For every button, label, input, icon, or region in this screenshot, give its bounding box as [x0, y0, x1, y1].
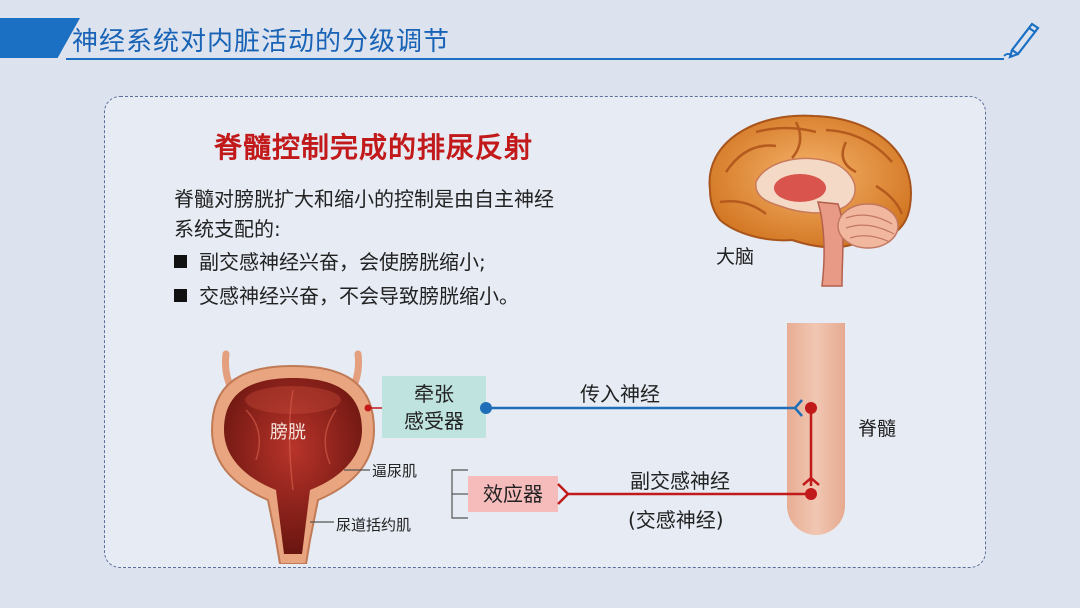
urethral-sphincter-label: 尿道括约肌 — [336, 516, 412, 534]
intro-line-2: 系统支配的: — [174, 217, 281, 241]
stretch-receptor-box: 牵张 感受器 — [382, 376, 486, 438]
effector-box: 效应器 — [468, 476, 558, 512]
detrusor-muscle-label: 逼尿肌 — [372, 462, 418, 480]
bladder-label: 膀胱 — [270, 422, 306, 443]
bullet-text: 交感神经兴奋，不会导致膀胱缩小。 — [199, 284, 519, 308]
header-accent-bar — [0, 18, 80, 58]
brain-illustration — [708, 114, 912, 287]
spinal-cord-label: 脊髓 — [858, 418, 897, 440]
pen-icon — [1003, 22, 1040, 59]
spinal-cord — [787, 323, 845, 535]
section-title: 脊髓控制完成的排尿反射 — [214, 131, 534, 164]
afferent-nerve-label: 传入神经 — [580, 382, 660, 406]
brain-label: 大脑 — [716, 246, 755, 268]
efferent-nerve-alt-label: (交感神经) — [628, 508, 724, 532]
intro-line-1: 脊髓对膀胱扩大和缩小的控制是由自主神经 — [174, 187, 554, 211]
bullet-square-icon — [174, 289, 187, 302]
bullet-item-sympathetic: 交感神经兴奋，不会导致膀胱缩小。 — [174, 280, 519, 309]
header-underline — [66, 58, 1004, 60]
bullet-square-icon — [174, 255, 187, 268]
bullet-item-parasympathetic: 副交感神经兴奋，会使膀胱缩小; — [174, 246, 486, 275]
page-title: 神经系统对内脏活动的分级调节 — [72, 27, 451, 57]
receptor-line-2: 感受器 — [404, 409, 464, 433]
bladder-illustration — [210, 350, 376, 564]
receptor-line-1: 牵张 — [414, 382, 454, 406]
efferent-nerve-label: 副交感神经 — [630, 469, 730, 493]
intro-text: 脊髓对膀胱扩大和缩小的控制是由自主神经 系统支配的: — [174, 184, 624, 244]
bullet-text: 副交感神经兴奋，会使膀胱缩小; — [199, 250, 486, 274]
